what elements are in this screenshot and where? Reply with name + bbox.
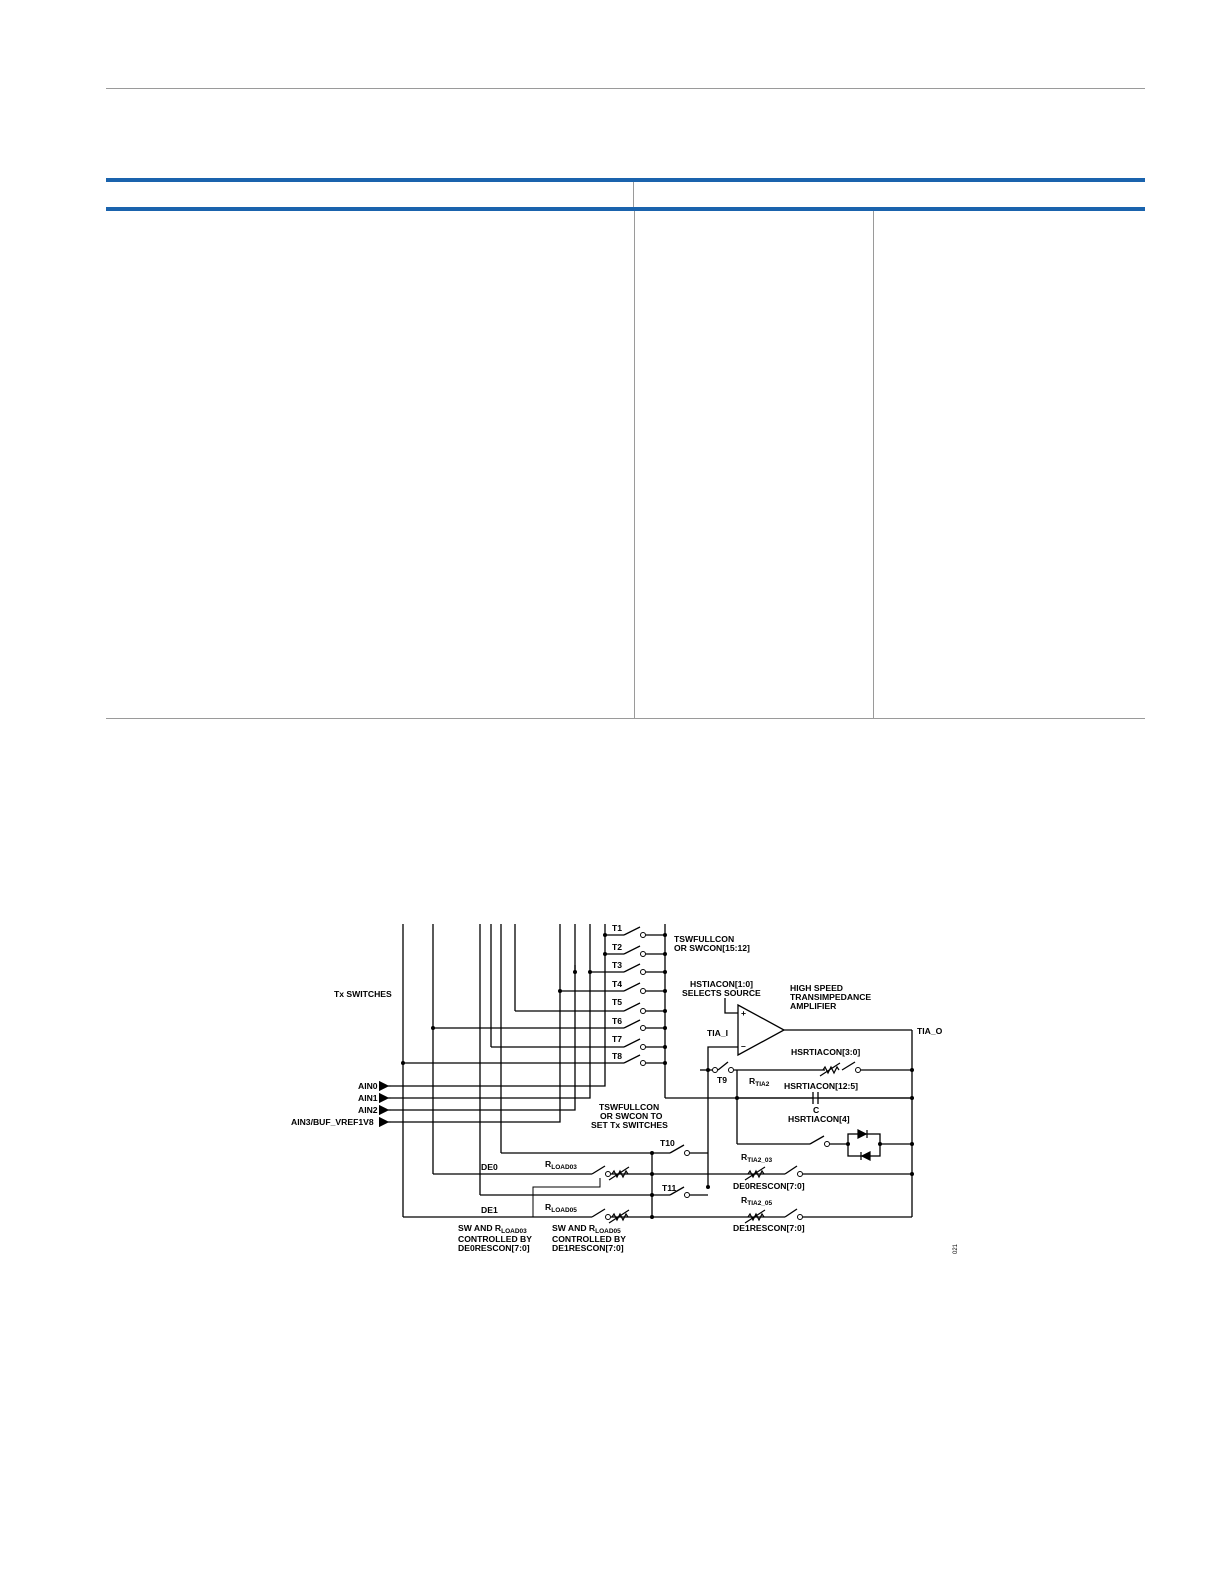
table-top-rule [106,178,1145,182]
label-tswfullcon-top-2: OR SWCON[15:12] [674,943,750,953]
label-sw-rload05-a: SW AND RLOAD05 [552,1223,621,1235]
label-tia-o: TIA_O [917,1026,943,1036]
label-t5: T5 [612,997,622,1007]
label-rload03: RLOAD03 [545,1159,577,1171]
label-rtia2-05: RTIA2_05 [741,1195,773,1207]
label-tia-i: TIA_I [707,1028,728,1038]
wires [378,924,913,1218]
label-cap-c: C [813,1105,819,1115]
label-t8: T8 [612,1051,622,1061]
label-sw-rload05-b: CONTROLLED BY [552,1234,626,1244]
switch-contacts [605,932,861,1220]
table-bottom-rule [106,718,1145,719]
label-de1: DE1 [481,1205,498,1215]
label-hsrtiacon-125: HSRTIACON[12:5] [784,1081,858,1091]
label-tsw-to-3: SET Tx SWITCHES [591,1120,668,1130]
label-t1: T1 [612,923,622,933]
label-t6: T6 [612,1016,622,1026]
label-tsw-to-2: OR SWCON TO [600,1111,663,1121]
diagram-labels: Tx SWITCHES AIN0 AIN1 AIN2 AIN3/BUF_VREF… [291,923,959,1254]
table-header-divider [633,182,634,207]
label-de0: DE0 [481,1162,498,1172]
table-column-divider-1 [634,211,635,719]
label-t7: T7 [612,1034,622,1044]
label-hs-tia-2: TRANSIMPEDANCE [790,992,871,1002]
label-t10: T10 [660,1138,675,1148]
label-hsrtiacon-30: HSRTIACON[3:0] [791,1047,860,1057]
label-sw-rload03-c: DE0RESCON[7:0] [458,1243,530,1253]
label-tswfullcon-top-1: TSWFULLCON [674,934,734,944]
label-opamp-plus: + [741,1008,746,1018]
label-hs-tia-1: HIGH SPEED [790,983,843,993]
page-header-rule [106,88,1145,89]
diode-icons [857,1129,871,1161]
label-hsrtiacon-4: HSRTIACON[4] [788,1114,850,1124]
label-hstiacon-1: HSTIACON[1:0] [690,979,753,989]
label-sw-rload05-c: DE1RESCON[7:0] [552,1243,624,1253]
label-tsw-to-1: TSWFULLCON [599,1102,659,1112]
label-sw-rload03-b: CONTROLLED BY [458,1234,532,1244]
label-figure-id: 021 [953,1243,959,1254]
label-sw-rload03-a: SW AND RLOAD03 [458,1223,527,1235]
label-hs-tia-3: AMPLIFIER [790,1001,837,1011]
label-ain1: AIN1 [358,1093,378,1103]
label-t2: T2 [612,942,622,952]
resistor-icons [608,1062,841,1224]
label-de1rescon: DE1RESCON[7:0] [733,1223,805,1233]
table-column-divider-2 [873,211,874,719]
label-rtia2: RTIA2 [749,1076,770,1088]
label-t9: T9 [717,1075,727,1085]
label-t11: T11 [662,1183,677,1193]
label-ain3: AIN3/BUF_VREF1V8 [291,1117,374,1127]
table-header-rule [106,207,1145,211]
label-hstiacon-2: SELECTS SOURCE [682,988,761,998]
junction-dots [401,933,914,1219]
label-t4: T4 [612,979,622,989]
label-t3: T3 [612,960,622,970]
label-rtia2-03: RTIA2_03 [741,1152,773,1164]
label-ain2: AIN2 [358,1105,378,1115]
label-rload05: RLOAD05 [545,1202,577,1214]
label-opamp-minus: – [741,1041,746,1051]
label-ain0: AIN0 [358,1081,378,1091]
label-tx-switches: Tx SWITCHES [334,989,392,999]
label-de0rescon: DE0RESCON[7:0] [733,1181,805,1191]
